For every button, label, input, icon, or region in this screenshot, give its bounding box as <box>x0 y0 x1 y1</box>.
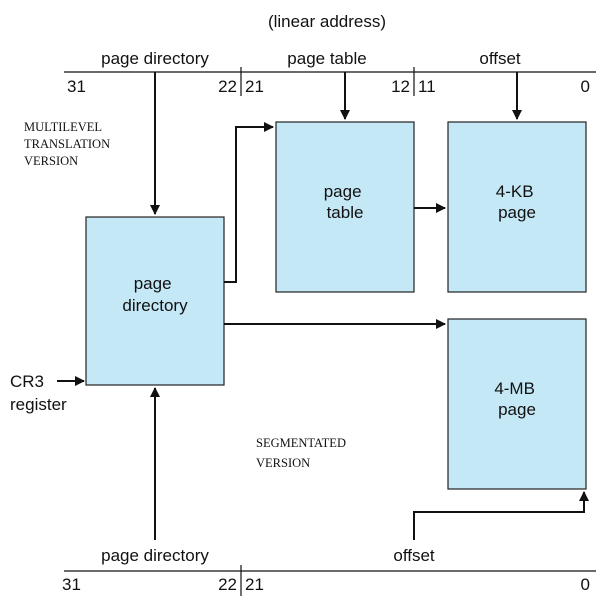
bottom-bit-31: 31 <box>62 575 81 594</box>
page-4kb-box-line-1: 4-KB <box>496 182 534 201</box>
segmented-line-2: VERSION <box>256 456 310 470</box>
page-4kb-box: 4-KB page <box>447 121 587 293</box>
segmented-line-1: SEGMENTATED <box>256 436 346 450</box>
multilevel-caption: MULTILEVEL TRANSLATION VERSION <box>24 120 113 168</box>
page-4kb-box-line-2: page <box>498 203 536 222</box>
bottom-bit-21: 21 <box>245 575 264 594</box>
svg-text:4-MB page: 4-MB page <box>494 379 539 419</box>
top-bit-11: 11 <box>418 77 436 96</box>
page-table-box-line-2: table <box>327 203 364 222</box>
diagram-title: (linear address) <box>268 12 386 31</box>
bottom-bit-0: 0 <box>581 575 590 594</box>
page-4mb-box-line-1: 4-MB <box>494 379 535 398</box>
svg-text:page table: page table <box>324 182 367 222</box>
top-bit-22: 22 <box>218 77 237 96</box>
svg-text:4-KB page: 4-KB page <box>496 182 539 222</box>
bottom-linear-address: page directory offset 31 22 21 0 <box>62 546 596 596</box>
arrow-bottom-offset-to-4mb <box>413 491 589 540</box>
page-directory-box: page directory <box>85 216 225 386</box>
top-field-page-table: page table <box>287 49 366 68</box>
page-directory-box-line-2: directory <box>122 296 188 315</box>
top-field-page-directory: page directory <box>101 49 209 68</box>
svg-text:page directory: page directory <box>122 274 188 315</box>
page-table-box-line-1: page <box>324 182 362 201</box>
top-bit-0: 0 <box>581 77 590 96</box>
segmented-caption: SEGMENTATED VERSION <box>256 436 349 470</box>
top-bit-12: 12 <box>391 77 410 96</box>
page-4mb-box: 4-MB page <box>447 318 587 490</box>
arrow-directory-to-table <box>224 122 274 283</box>
page-directory-box-line-1: page <box>134 274 172 293</box>
top-linear-address: page directory page table offset 31 22 2… <box>64 49 596 96</box>
page-4mb-box-line-2: page <box>498 400 536 419</box>
cr3-label-line-2: register <box>10 395 67 414</box>
cr3-register-label: CR3 register <box>10 372 67 414</box>
top-bit-31: 31 <box>67 77 86 96</box>
page-table-box: page table <box>275 121 415 293</box>
bottom-bit-22: 22 <box>218 575 237 594</box>
bottom-field-page-directory: page directory <box>101 546 209 565</box>
multilevel-line-1: MULTILEVEL <box>24 120 102 134</box>
multilevel-line-2: TRANSLATION <box>24 137 110 151</box>
top-field-offset: offset <box>479 49 521 68</box>
top-bit-21: 21 <box>245 77 264 96</box>
cr3-label-line-1: CR3 <box>10 372 44 391</box>
multilevel-line-3: VERSION <box>24 154 78 168</box>
bottom-field-offset: offset <box>393 546 435 565</box>
